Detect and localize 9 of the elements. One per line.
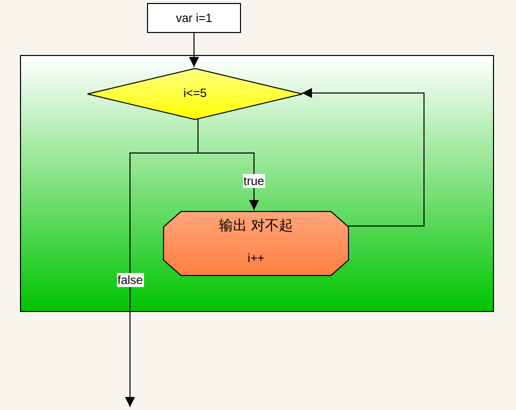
start-box: var i=1 — [147, 3, 241, 33]
edge-label: true — [242, 174, 266, 188]
condition-text: i<=5 — [183, 86, 207, 100]
process-text: 输出 对不起 — [219, 217, 293, 235]
process-step: i++ — [248, 251, 264, 265]
edge-label: false — [116, 273, 144, 287]
arrow — [189, 32, 199, 68]
arrow — [302, 88, 424, 226]
loop-panel — [20, 55, 494, 312]
